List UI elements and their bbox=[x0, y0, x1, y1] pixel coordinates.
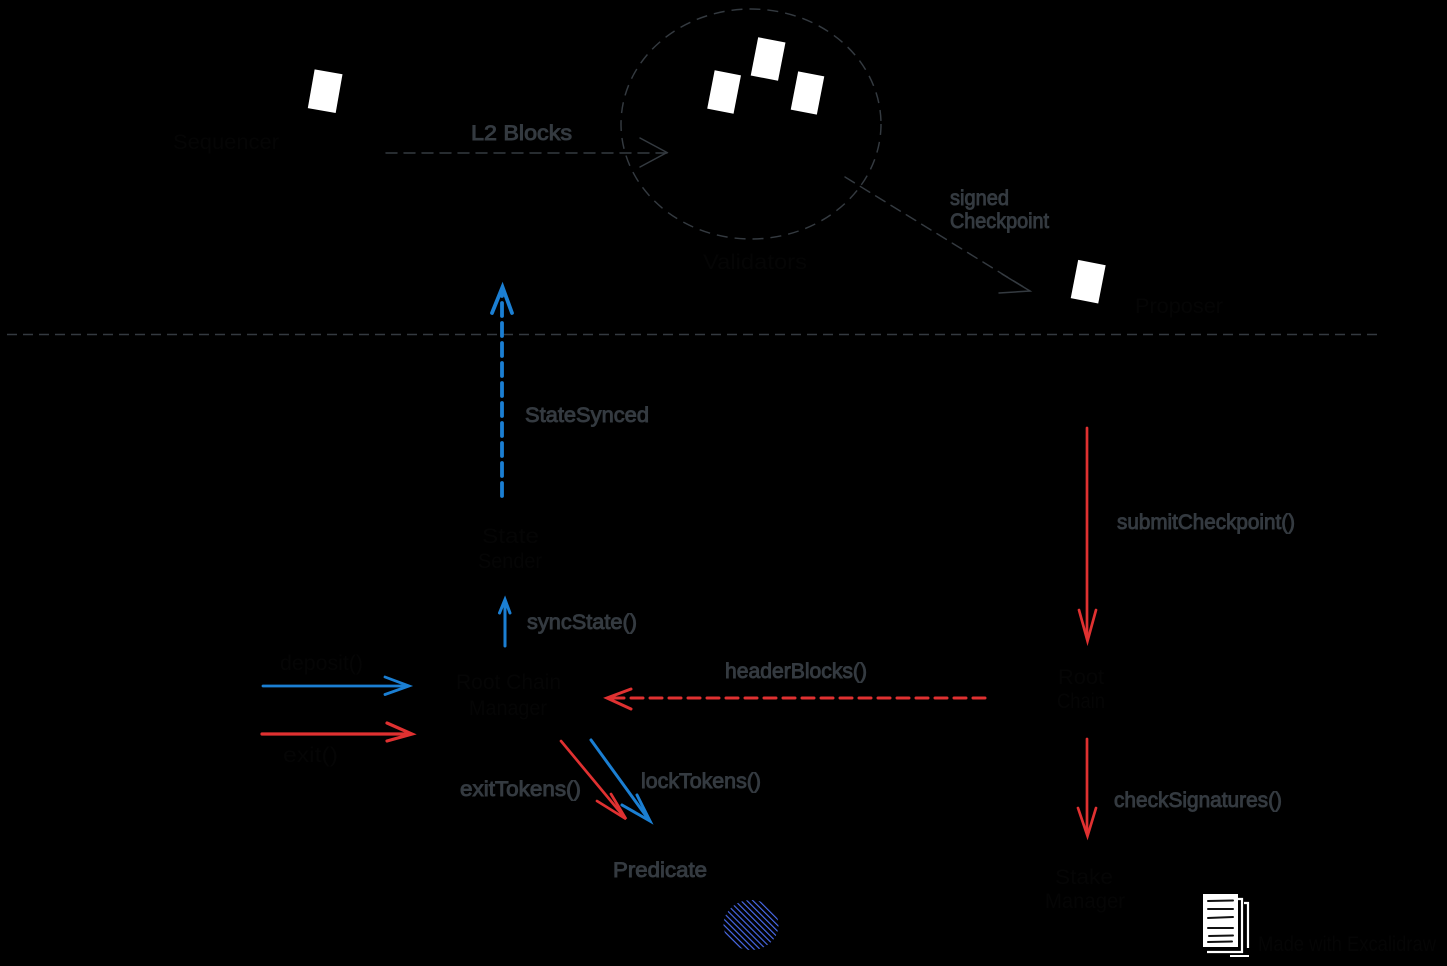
svg-text:Manager: Manager bbox=[1045, 890, 1125, 913]
svg-text:Root: Root bbox=[1058, 666, 1104, 689]
svg-text:exitTokens(): exitTokens() bbox=[460, 778, 581, 801]
svg-text:Predicate: Predicate bbox=[613, 859, 707, 882]
svg-text:Stake: Stake bbox=[1055, 866, 1113, 889]
svg-text:syncState(): syncState() bbox=[527, 611, 637, 634]
svg-text:lockTokens(): lockTokens() bbox=[641, 770, 761, 793]
svg-text:checkSignatures(): checkSignatures() bbox=[1114, 789, 1282, 812]
svg-text:deposit(): deposit() bbox=[280, 652, 363, 675]
svg-text:Sender: Sender bbox=[478, 550, 542, 573]
svg-text:Sequencer: Sequencer bbox=[173, 131, 279, 154]
svg-text:State: State bbox=[482, 525, 539, 548]
svg-text:headerBlocks(): headerBlocks() bbox=[725, 660, 867, 683]
svg-text:Proposer: Proposer bbox=[1135, 295, 1223, 318]
svg-text:Manager: Manager bbox=[469, 697, 547, 720]
svg-text:Made with Excalidraw: Made with Excalidraw bbox=[1258, 933, 1437, 956]
svg-text:L2 Blocks: L2 Blocks bbox=[471, 122, 572, 145]
svg-text:Validators: Validators bbox=[703, 251, 807, 274]
svg-text:Chain: Chain bbox=[1057, 690, 1105, 713]
svg-text:exit(): exit() bbox=[283, 744, 338, 767]
svg-text:Checkpoint: Checkpoint bbox=[950, 210, 1049, 233]
svg-text:submitCheckpoint(): submitCheckpoint() bbox=[1117, 511, 1295, 534]
svg-text:StateSynced: StateSynced bbox=[525, 404, 649, 427]
svg-text:Root Chain: Root Chain bbox=[456, 671, 561, 694]
svg-text:signed: signed bbox=[950, 187, 1009, 210]
